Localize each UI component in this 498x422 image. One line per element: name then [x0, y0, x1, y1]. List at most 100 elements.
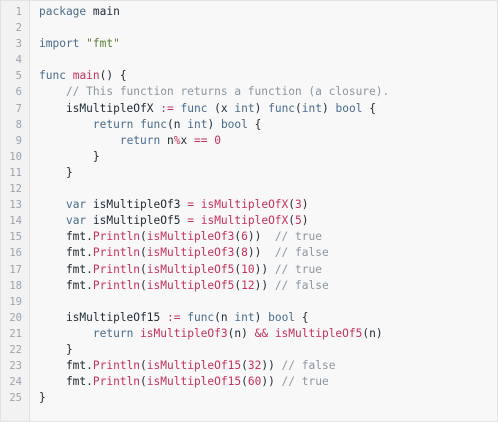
code-text: return isMultipleOf3(n) && isMultipleOf5…	[39, 326, 383, 342]
code-token: (n)	[227, 326, 255, 340]
code-line[interactable]: 20 isMultipleOf15 := func(n int) bool {	[1, 310, 497, 326]
code-token: =	[187, 198, 194, 212]
code-token: func	[268, 101, 296, 115]
code-token: (	[288, 198, 296, 212]
line-number: 16	[9, 247, 22, 260]
line-number: 20	[9, 311, 22, 324]
code-line[interactable]: 3 import "fmt"	[1, 36, 497, 52]
code-token: ==	[193, 133, 208, 147]
code-token: () {	[99, 69, 127, 83]
code-token: fmt.	[39, 246, 93, 260]
code-token: 6	[241, 230, 248, 244]
code-line[interactable]: 19	[1, 294, 497, 310]
code-token: Println	[92, 230, 141, 244]
code-token: var	[65, 214, 87, 228]
code-token: // true	[281, 375, 329, 389]
code-token: }	[39, 149, 100, 163]
line-number: 7	[15, 102, 22, 115]
code-token: isMultipleOf3	[146, 230, 235, 244]
line-number: 21	[9, 327, 22, 340]
line-number: 2	[15, 22, 22, 35]
line-number: 25	[9, 392, 22, 405]
code-token: // false	[281, 359, 336, 373]
line-number: 4	[15, 54, 22, 67]
code-token: 10	[241, 262, 255, 276]
code-token: Println	[92, 262, 141, 276]
code-line[interactable]: 23 fmt.Println(isMultipleOf15(32)) // fa…	[1, 358, 497, 374]
code-token: fmt.	[39, 230, 93, 244]
code-token: (n	[167, 117, 188, 131]
code-text: package main	[39, 4, 120, 20]
code-token: isMultipleOf15	[146, 359, 242, 373]
code-line[interactable]: 10 }	[1, 149, 497, 165]
code-line[interactable]: 7 isMultipleOfX := func (x int) func(int…	[1, 101, 497, 117]
code-token: isMultipleOf5	[146, 262, 235, 276]
code-line[interactable]: 16 fmt.Println(isMultipleOf3(8)) // fals…	[1, 245, 497, 261]
code-token: 8	[241, 246, 248, 260]
code-token: )	[301, 198, 309, 212]
code-line[interactable]: 17 fmt.Println(isMultipleOf5(10)) // tru…	[1, 262, 497, 278]
code-token: =	[187, 214, 194, 228]
line-number-gutter	[1, 1, 30, 421]
code-line[interactable]: 12	[1, 181, 497, 197]
line-number: 19	[9, 295, 22, 308]
code-line[interactable]: 25}	[1, 390, 497, 406]
code-token: fmt.	[39, 375, 93, 389]
code-token	[268, 327, 275, 340]
code-line[interactable]: 15 fmt.Println(isMultipleOf3(6)) // true	[1, 229, 497, 245]
code-line[interactable]: 4	[1, 52, 497, 68]
code-token: )	[301, 214, 309, 228]
code-line[interactable]: 11 }	[1, 165, 497, 181]
code-token: fmt.	[39, 359, 93, 373]
code-line[interactable]: 21 return isMultipleOf3(n) && isMultiple…	[1, 326, 497, 342]
code-token: (	[295, 101, 302, 115]
line-number: 12	[9, 183, 22, 196]
code-token: (	[234, 262, 242, 276]
line-number: 10	[9, 150, 22, 163]
code-line[interactable]: 9 return n%x == 0	[1, 133, 497, 149]
code-token: (	[241, 359, 248, 373]
code-token: Println	[92, 246, 141, 260]
code-token: int	[234, 310, 255, 324]
code-token: func	[180, 101, 208, 115]
code-token: Println	[92, 375, 141, 389]
code-token: isMultipleOf3	[86, 198, 188, 212]
code-token: }	[39, 342, 73, 356]
code-token	[39, 214, 66, 227]
code-text: }	[39, 165, 73, 181]
code-token	[39, 198, 66, 211]
code-token: (n	[214, 310, 235, 324]
code-token: isMultipleOf15	[39, 310, 167, 324]
line-number: 22	[9, 343, 22, 356]
line-number: 3	[15, 38, 22, 51]
code-token: // This function returns a function (a c…	[39, 85, 390, 99]
code-text: import "fmt"	[39, 36, 120, 52]
code-line[interactable]: 22 }	[1, 342, 497, 358]
code-token: %	[173, 133, 181, 147]
code-text: }	[39, 390, 46, 406]
code-token: )	[254, 101, 269, 115]
code-token: isMultipleOf5	[146, 278, 235, 292]
code-token: (	[140, 278, 147, 292]
code-line[interactable]: 2	[1, 20, 497, 36]
code-text: return func(n int) bool {	[39, 117, 261, 133]
code-token: 12	[241, 278, 255, 292]
line-number: 8	[15, 118, 22, 131]
code-line[interactable]: 6 // This function returns a function (a…	[1, 84, 497, 100]
code-line[interactable]: 14 var isMultipleOf5 = isMultipleOfX(5)	[1, 213, 497, 229]
code-line[interactable]: 8 return func(n int) bool {	[1, 117, 497, 133]
line-number: 9	[15, 134, 22, 147]
code-text: fmt.Println(isMultipleOf3(6)) // true	[39, 229, 322, 245]
line-number: 17	[9, 263, 22, 276]
code-token	[194, 214, 201, 227]
line-number: 18	[9, 279, 22, 292]
code-line[interactable]: 24 fmt.Println(isMultipleOf15(60)) // tr…	[1, 374, 497, 390]
code-token: int	[234, 101, 255, 115]
code-line[interactable]: 18 fmt.Println(isMultipleOf5(12)) // fal…	[1, 278, 497, 294]
code-line[interactable]: 13 var isMultipleOf3 = isMultipleOfX(3)	[1, 197, 497, 213]
code-token	[39, 134, 120, 147]
